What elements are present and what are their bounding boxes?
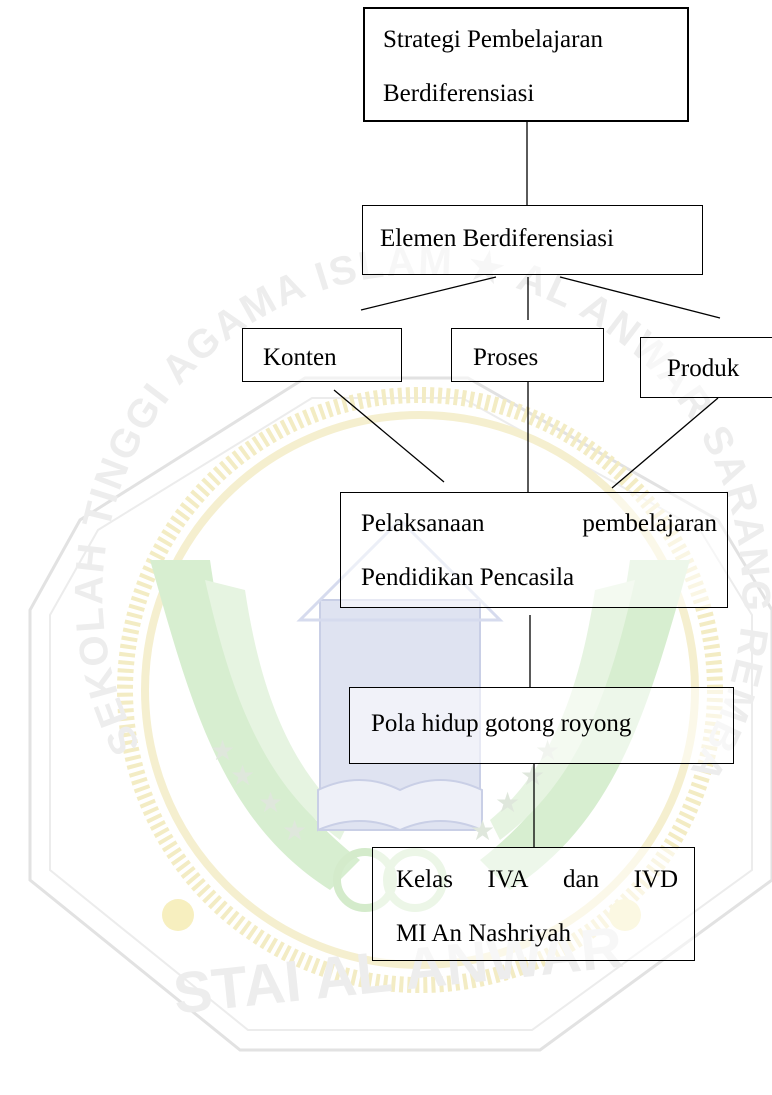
svg-text:★: ★ [495, 788, 520, 819]
connector-elements-to-konten [360, 276, 497, 311]
word-pelaksanaan: Pelaksanaan [361, 510, 485, 537]
node-proses-label: Proses [473, 344, 539, 371]
node-root-strategy: Strategi Pembelajaran Berdiferensiasi [363, 7, 689, 122]
connector-konten-to-implementation [333, 389, 445, 483]
node-child-produk: Produk [640, 337, 772, 398]
word-ivd: IVD [633, 866, 678, 893]
logo-sunburst-left [162, 899, 194, 931]
node-pattern-label: Pola hidup gotong royong [371, 710, 632, 737]
svg-text:★: ★ [520, 761, 545, 792]
node-child-proses: Proses [451, 328, 604, 382]
connector-produk-to-implementation [611, 397, 719, 489]
logo-open-book [317, 779, 483, 832]
node-implementation: Pelaksanaan pembelajaran Pendidikan Penc… [340, 492, 728, 608]
node-elements: Elemen Berdiferensiasi [362, 205, 703, 275]
svg-text:★: ★ [282, 816, 307, 847]
node-produk-label: Produk [667, 355, 740, 382]
node-implementation-line1: Pelaksanaan pembelajaran [361, 497, 717, 551]
word-pembelajaran: pembelajaran [582, 510, 717, 537]
node-root-line1: Strategi Pembelajaran [383, 26, 604, 53]
node-elements-label: Elemen Berdiferensiasi [380, 225, 614, 252]
node-konten-label: Konten [263, 344, 337, 371]
logo-outer-octagon [28, 376, 772, 1052]
logo-right-wing-inner [490, 580, 635, 840]
connector-elements-to-produk [559, 276, 721, 319]
logo-right-wing [480, 560, 690, 890]
logo-left-wing-inner [205, 580, 350, 840]
node-implementation-line2: Pendidikan Pencasila [361, 564, 575, 591]
logo-left-wing [150, 560, 360, 890]
word-dan: dan [563, 866, 600, 893]
word-kelas: Kelas [396, 866, 453, 893]
logo-inner-octagon [49, 397, 753, 1031]
svg-text:★: ★ [210, 736, 235, 767]
svg-text:★: ★ [230, 761, 255, 792]
node-pattern: Pola hidup gotong royong [349, 687, 734, 764]
node-root-line2: Berdiferensiasi [383, 80, 535, 107]
node-child-konten: Konten [242, 328, 402, 382]
word-iva: IVA [487, 866, 529, 893]
node-target-line1: Kelas IVA dan IVD [396, 853, 678, 907]
svg-text:★: ★ [258, 788, 283, 819]
node-target: Kelas IVA dan IVD MI An Nashriyah [372, 847, 695, 961]
svg-text:★: ★ [470, 816, 495, 847]
node-target-line2: MI An Nashriyah [396, 920, 571, 947]
